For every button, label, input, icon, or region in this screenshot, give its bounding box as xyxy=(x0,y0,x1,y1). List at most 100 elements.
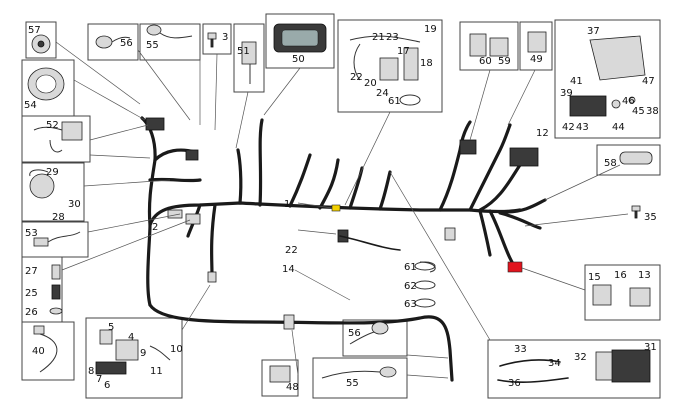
callout-labels: 57 54 52 29 30 28 53 27 25 26 40 5 4 10 … xyxy=(24,24,659,393)
label-55-bottom: 55 xyxy=(346,378,359,389)
part-15 xyxy=(592,284,612,306)
leader-lines xyxy=(55,41,629,379)
label-22: 22 xyxy=(350,72,363,83)
harness-details xyxy=(145,117,539,330)
label-27: 27 xyxy=(25,266,38,277)
label-36: 36 xyxy=(508,378,521,389)
part-40 xyxy=(33,325,45,335)
branch-up-2 xyxy=(258,118,264,207)
relay-block-12 xyxy=(509,147,539,167)
label-20: 20 xyxy=(364,78,377,89)
label-4: 4 xyxy=(128,332,134,343)
branch-up-3 xyxy=(288,153,312,208)
label-40: 40 xyxy=(32,346,45,357)
label-21: 21 xyxy=(372,32,385,43)
label-28: 28 xyxy=(52,212,65,223)
label-37: 37 xyxy=(587,26,600,37)
label-43: 43 xyxy=(576,122,589,133)
part-35 xyxy=(631,205,641,212)
label-55-top: 55 xyxy=(146,40,159,51)
part-5 xyxy=(99,329,113,345)
clamp-61 xyxy=(414,261,436,271)
label-1: 1 xyxy=(284,199,290,210)
connector-14 xyxy=(283,314,295,330)
part-61-top xyxy=(399,94,421,106)
label-34: 34 xyxy=(548,358,561,369)
label-50: 50 xyxy=(292,54,305,65)
branch-up-1 xyxy=(236,148,243,205)
side-wires xyxy=(339,235,436,308)
label-2: 2 xyxy=(152,222,158,233)
label-41: 41 xyxy=(570,76,583,87)
part-56-top xyxy=(95,35,113,49)
label-9: 9 xyxy=(140,348,146,359)
branch-right-up-1 xyxy=(438,120,472,212)
part-18 xyxy=(403,47,419,81)
label-10: 10 xyxy=(170,344,183,355)
part-49 xyxy=(527,31,547,53)
label-62: 62 xyxy=(404,281,417,292)
clamp-62 xyxy=(414,280,436,290)
label-17: 17 xyxy=(397,46,410,57)
part-28 xyxy=(29,173,55,199)
part-20 xyxy=(379,57,399,81)
label-15: 15 xyxy=(588,272,601,283)
connector-2 xyxy=(185,213,201,225)
part-58 xyxy=(619,151,653,165)
box-56-top xyxy=(87,23,139,61)
label-39: 39 xyxy=(560,88,573,99)
part-4 xyxy=(115,339,139,361)
label-11: 11 xyxy=(150,366,163,377)
part-37 xyxy=(589,35,646,81)
label-7: 7 xyxy=(96,374,102,385)
part-52 xyxy=(61,121,83,141)
label-14: 14 xyxy=(282,264,295,275)
label-56-top: 56 xyxy=(120,38,133,49)
part-51 xyxy=(241,41,257,65)
label-31: 31 xyxy=(644,342,657,353)
branch-right-relays xyxy=(478,163,522,212)
label-3: 3 xyxy=(222,32,228,43)
branch-down-1 xyxy=(210,203,217,277)
part-6 xyxy=(95,361,127,375)
harness-loop-bottom xyxy=(148,303,454,382)
label-63: 63 xyxy=(404,299,417,310)
label-18: 18 xyxy=(420,58,433,69)
label-51: 51 xyxy=(237,46,250,57)
cable-36 xyxy=(497,377,569,383)
label-47: 47 xyxy=(642,76,655,87)
box-17-24 xyxy=(337,19,443,113)
branch-right-down-1 xyxy=(488,209,514,264)
branch-left-up xyxy=(140,116,157,227)
label-57: 57 xyxy=(28,25,41,36)
label-35: 35 xyxy=(644,212,657,223)
label-49: 49 xyxy=(530,54,543,65)
wire-22 xyxy=(339,235,401,251)
connector-left-top xyxy=(145,117,165,131)
label-45: 45 xyxy=(632,106,645,117)
branch-right-58 xyxy=(503,198,547,214)
label-6: 6 xyxy=(104,380,110,391)
label-12: 12 xyxy=(536,128,549,139)
label-61-main: 61 xyxy=(404,262,417,273)
label-54: 54 xyxy=(24,100,37,111)
label-22-main: 22 xyxy=(285,245,298,256)
part-60 xyxy=(469,33,487,57)
box-40 xyxy=(21,321,75,381)
connector-right-mid xyxy=(444,227,456,241)
connector-right-top xyxy=(459,139,477,155)
label-5: 5 xyxy=(108,322,114,333)
label-23: 23 xyxy=(386,32,399,43)
label-60: 60 xyxy=(479,56,492,67)
label-33: 33 xyxy=(514,344,527,355)
part-55-top xyxy=(146,24,162,36)
label-25: 25 xyxy=(25,288,38,299)
part-56-bottom xyxy=(371,321,389,335)
label-26: 26 xyxy=(25,307,38,318)
part-59 xyxy=(489,37,509,57)
label-59: 59 xyxy=(498,56,511,67)
label-13: 13 xyxy=(638,270,651,281)
branch-up-6 xyxy=(378,170,392,211)
clamp-63 xyxy=(414,298,436,308)
